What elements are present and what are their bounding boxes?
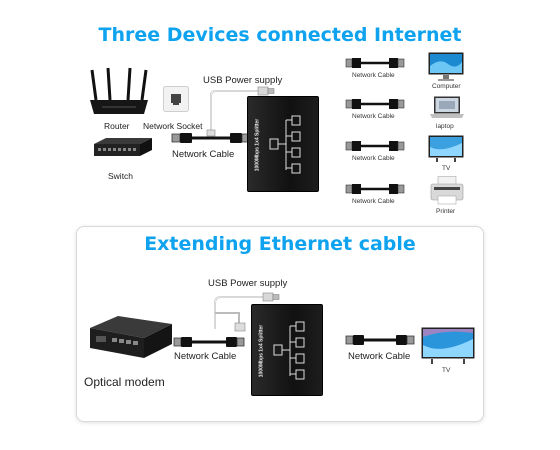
network-cable-bottom-right bbox=[345, 335, 415, 345]
output-cable-3 bbox=[345, 141, 405, 151]
title-three-devices: Three Devices connected Internet bbox=[98, 24, 462, 46]
router-icon bbox=[90, 67, 148, 114]
splitter-bottom-diagram bbox=[273, 321, 305, 380]
usb-power-cable-top bbox=[206, 86, 275, 137]
output-cable-label-1: Network Cable bbox=[352, 72, 395, 79]
tv-label-bottom: TV bbox=[442, 367, 451, 374]
splitter-device-top: 1000Mbps 1x4 Splitter bbox=[247, 96, 319, 192]
output-cable-2 bbox=[345, 99, 405, 109]
printer-icon bbox=[430, 176, 464, 205]
optical-modem-icon bbox=[90, 316, 172, 358]
network-socket-icon bbox=[163, 86, 189, 112]
tv-icon-top bbox=[428, 135, 464, 162]
network-cable-label-bottom-left: Network Cable bbox=[174, 351, 237, 362]
splitter-device-bottom: 1000Mbps 1x4 Splitter bbox=[251, 304, 323, 396]
output-cable-label-4: Network Cable bbox=[352, 198, 395, 205]
switch-icon bbox=[94, 138, 152, 156]
usb-power-label-bottom: USB Power supply bbox=[208, 278, 288, 289]
splitter-top-text: 1000Mbps 1x4 Splitter bbox=[254, 118, 260, 172]
laptop-label: laptop bbox=[436, 123, 454, 130]
title-extending: Extending Ethernet cable bbox=[144, 233, 416, 255]
printer-label: Printer bbox=[436, 208, 456, 215]
usb-power-cable-bottom bbox=[214, 292, 280, 332]
router-label: Router bbox=[104, 121, 130, 131]
tv-label-top: TV bbox=[442, 165, 451, 172]
network-cable-top-input bbox=[171, 133, 251, 143]
switch-label: Switch bbox=[108, 171, 134, 181]
network-cable-label-bottom-right: Network Cable bbox=[348, 351, 411, 362]
network-socket-label: Network Socket bbox=[143, 121, 203, 131]
output-cable-label-2: Network Cable bbox=[352, 113, 395, 120]
network-cable-label-top: Network Cable bbox=[172, 149, 235, 160]
output-cable-4 bbox=[345, 184, 405, 194]
output-cable-label-3: Network Cable bbox=[352, 155, 395, 162]
network-cable-bottom-left bbox=[173, 337, 245, 347]
usb-power-label-top: USB Power supply bbox=[203, 75, 283, 86]
tv-icon-bottom bbox=[421, 327, 475, 364]
laptop-icon bbox=[430, 96, 464, 118]
splitter-top-diagram bbox=[269, 115, 301, 174]
splitter-bottom-text: 1000Mbps 1x4 Splitter bbox=[258, 324, 264, 378]
computer-icon bbox=[428, 52, 464, 81]
computer-label: Computer bbox=[432, 83, 461, 90]
optical-modem-label: Optical modem bbox=[84, 375, 165, 389]
output-cable-1 bbox=[345, 58, 405, 68]
